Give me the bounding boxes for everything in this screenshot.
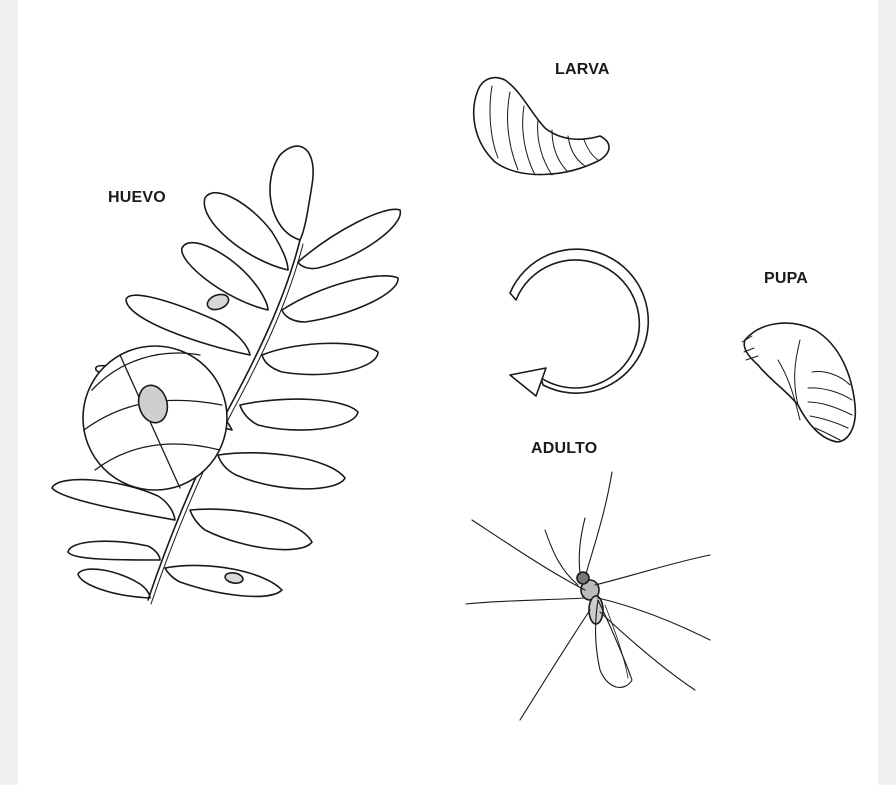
label-larva: LARVA (555, 61, 610, 79)
label-pupa: PUPA (764, 270, 808, 288)
label-huevo: HUEVO (108, 189, 166, 207)
larva-illustration (474, 78, 609, 175)
label-adulto: ADULTO (531, 440, 597, 458)
circular-arrow-icon (510, 249, 648, 396)
adult-insect-illustration (466, 472, 710, 720)
pupa-illustration (742, 323, 855, 442)
leaf-branch-illustration (52, 146, 400, 604)
